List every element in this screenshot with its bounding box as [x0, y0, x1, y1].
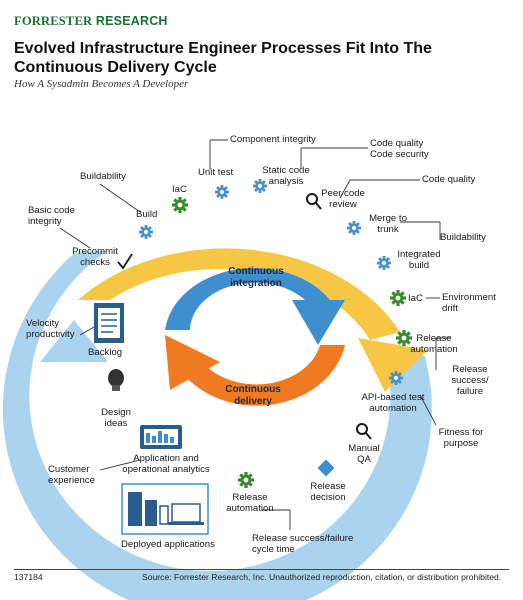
page-title: Evolved Infrastructure Engineer Processe… — [14, 40, 432, 76]
label-release-automation-bottom: Release automation — [226, 492, 274, 514]
checkmark-icon — [117, 253, 133, 270]
label-unit-test: Unit test — [198, 167, 234, 178]
backlog-document-icon — [94, 303, 124, 343]
brand-research: RESEARCH — [95, 14, 168, 28]
label-iac-right: IaC — [408, 293, 423, 304]
integrated-build-gear-icon — [377, 256, 391, 270]
yellow-arrowhead — [358, 338, 428, 392]
label-release-decision: Release decision — [310, 481, 346, 503]
callout-component-integrity: Component integrity — [230, 134, 316, 145]
ci-arc — [165, 267, 330, 330]
label-deployed-applications: Deployed applications — [121, 539, 215, 550]
callout-buildability-right: Buildability — [440, 232, 486, 243]
analytics-dashboard-icon — [140, 425, 182, 449]
footer-divider — [14, 569, 509, 570]
lightbulb-icon — [108, 369, 124, 391]
label-api-test: API-based test automation — [361, 392, 425, 414]
api-gear-icon — [389, 371, 403, 385]
callout-environment-drift: Environment drift — [442, 292, 496, 314]
peer-review-magnifier-icon — [306, 193, 322, 210]
build-gear-icon — [139, 225, 153, 239]
unit-test-gear-icon — [215, 185, 229, 199]
iac-right-gear-icon — [390, 290, 406, 306]
yellow-arc — [78, 248, 400, 340]
callout-basic-code-integrity: Basic code integrity — [28, 205, 75, 227]
brand-logo: FORRESTER RESEARCH — [14, 14, 168, 29]
ci-arrowhead — [292, 300, 345, 345]
label-backlog: Backlog — [88, 347, 123, 358]
release-automation-gear-icon — [238, 472, 254, 488]
page-subtitle: How A Sysadmin Becomes A Developer — [14, 78, 189, 90]
release-decision-diamond-icon — [317, 459, 335, 477]
label-release-automation: Release automation — [410, 333, 458, 355]
label-build: Build — [136, 209, 158, 220]
merge-gear-icon — [347, 221, 361, 235]
callout-buildability-left: Buildability — [80, 171, 126, 182]
callout-code-quality-security: Code quality Code security — [370, 138, 429, 160]
label-static-analysis: Static code analysis — [262, 165, 310, 187]
label-precommit: Precommit checks — [72, 246, 118, 268]
label-design-ideas: Design ideas — [101, 407, 131, 429]
callout-release-success-failure: Release success/ failure — [451, 364, 489, 397]
footer-id: 137184 — [14, 572, 43, 582]
cd-arc — [180, 345, 345, 406]
outer-ring-blue — [1, 249, 433, 600]
label-iac-left: IaC — [172, 184, 187, 195]
ci-label: Continuous integration — [228, 266, 284, 289]
label-analytics: Application and operational analytics — [122, 453, 210, 475]
label-merge: Merge to trunk — [369, 213, 407, 235]
callout-velocity-productivity: Velocity productivity — [26, 318, 75, 340]
deployed-applications-icon — [121, 483, 209, 535]
callout-cycle-time: Release success/failure cycle time — [252, 533, 354, 555]
label-peer-review: Peer code review — [321, 188, 365, 210]
label-manual-qa: Manual QA — [348, 443, 380, 465]
manual-qa-magnifier-icon — [356, 423, 372, 440]
iac-gear-icon — [172, 197, 188, 213]
brand-forrester: FORRESTER — [14, 14, 93, 28]
callout-lines — [59, 139, 450, 530]
callout-code-quality: Code quality — [422, 174, 476, 185]
label-integrated-build: Integrated build — [397, 249, 441, 271]
footer-source: Source: Forrester Research, Inc. Unautho… — [142, 572, 502, 582]
cd-arrowhead — [165, 335, 220, 390]
callout-customer-experience: Customer experience — [48, 464, 95, 486]
cd-label: Continuous delivery — [225, 384, 281, 407]
blue-arrowhead — [40, 320, 108, 362]
callout-fitness-for-purpose: Fitness for purpose — [438, 427, 484, 449]
